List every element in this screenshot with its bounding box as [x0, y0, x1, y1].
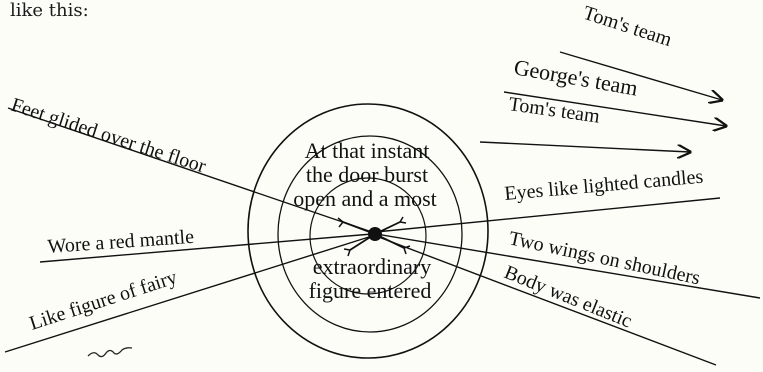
label-feet-glided: Feet glided over the floor: [8, 94, 208, 178]
center-text-line-1: At that instant: [305, 138, 430, 163]
label-toms-team-top: Tom's team: [580, 2, 674, 51]
label-toms-team-bottom: Tom's team: [507, 93, 601, 128]
label-body-elastic: Body was elastic: [501, 261, 635, 332]
center-text-line-5: figure entered: [309, 278, 432, 303]
scribble-mark: [88, 348, 132, 357]
center-text-line-4: extraordinary: [313, 254, 432, 279]
label-eyes-candles: Eyes like lighted candles: [504, 166, 705, 205]
label-red-mantle: Wore a red mantle: [47, 226, 195, 258]
arrow-toms-team-bottom: [480, 142, 690, 152]
center-text-line-3: open and a most: [293, 186, 437, 211]
center-text-line-2: the door burst: [306, 162, 428, 187]
label-georges-team: George's team: [512, 54, 640, 100]
label-figure-of-fairy: Like figure of fairy: [27, 266, 180, 334]
